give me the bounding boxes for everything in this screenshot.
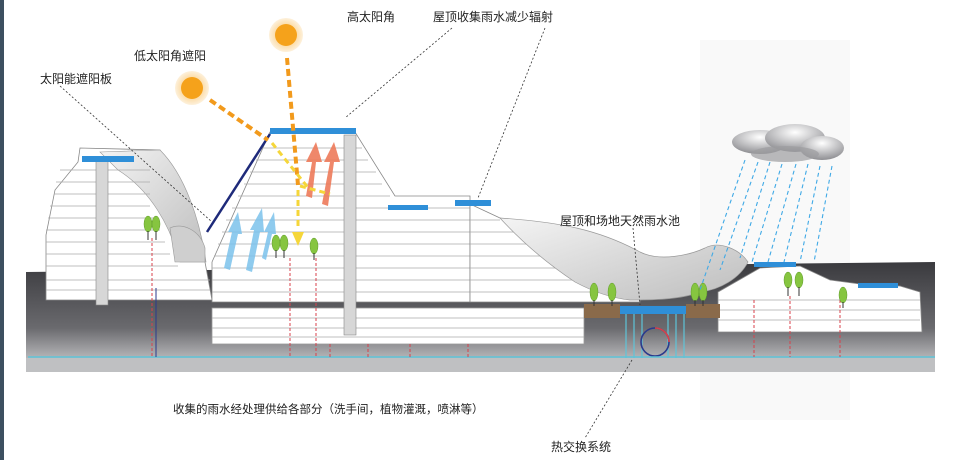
low-sun-icon xyxy=(181,77,203,99)
label-solar-panel: 太阳能遮阳板 xyxy=(40,71,112,86)
ground-rain-pool xyxy=(620,306,686,314)
tree-group xyxy=(143,215,848,308)
supply-risers xyxy=(151,238,841,357)
soil-right xyxy=(686,304,720,318)
low-sun-ray xyxy=(208,98,270,142)
basement-slabs xyxy=(212,317,584,338)
high-sun-ray-head xyxy=(292,232,304,246)
roof-shell xyxy=(499,217,749,301)
ground-base xyxy=(26,358,935,372)
label-rain-pool: 屋顶和场地天然雨水池 xyxy=(560,213,680,228)
mid-roof-blue xyxy=(388,205,428,210)
rain-lines xyxy=(699,159,833,291)
central-building-slabs xyxy=(212,147,470,293)
soil-left xyxy=(584,304,620,318)
label-high-sun: 高太阳角 xyxy=(347,9,395,24)
label-low-sun: 低太阳角遮阳 xyxy=(134,48,206,63)
right-roof-blue-2 xyxy=(858,283,898,288)
label-heat-exchange: 热交换系统 xyxy=(551,439,611,454)
central-core xyxy=(343,134,357,336)
rain-cloud-icon xyxy=(732,124,844,162)
label-water-use: 收集的雨水经处理供给各部分（洗手间，植物灌溉，喷淋等） xyxy=(173,402,484,416)
terrace-roof-blue xyxy=(455,200,491,206)
central-building xyxy=(211,131,471,303)
low-sun-ray-inner xyxy=(270,142,312,191)
left-edge-strip xyxy=(0,0,4,460)
left-core xyxy=(95,159,109,306)
heat-exchange-loop-hot xyxy=(654,327,670,343)
callout-leaders xyxy=(59,27,641,439)
cool-air-arrows xyxy=(224,208,276,272)
central-roof-blue xyxy=(270,128,356,134)
left-shell-curl xyxy=(169,225,206,263)
left-roof-blue xyxy=(82,156,134,162)
high-sun-icon xyxy=(275,24,297,46)
right-building-slabs xyxy=(718,299,920,321)
right-roof-blue-1 xyxy=(754,262,796,267)
solar-shading-panel xyxy=(205,133,272,233)
label-roof-rain: 屋顶收集雨水减少辐射 xyxy=(433,9,553,24)
basement-block xyxy=(211,307,585,345)
warm-air-arrows xyxy=(306,142,340,206)
reflected-ray xyxy=(299,184,331,196)
